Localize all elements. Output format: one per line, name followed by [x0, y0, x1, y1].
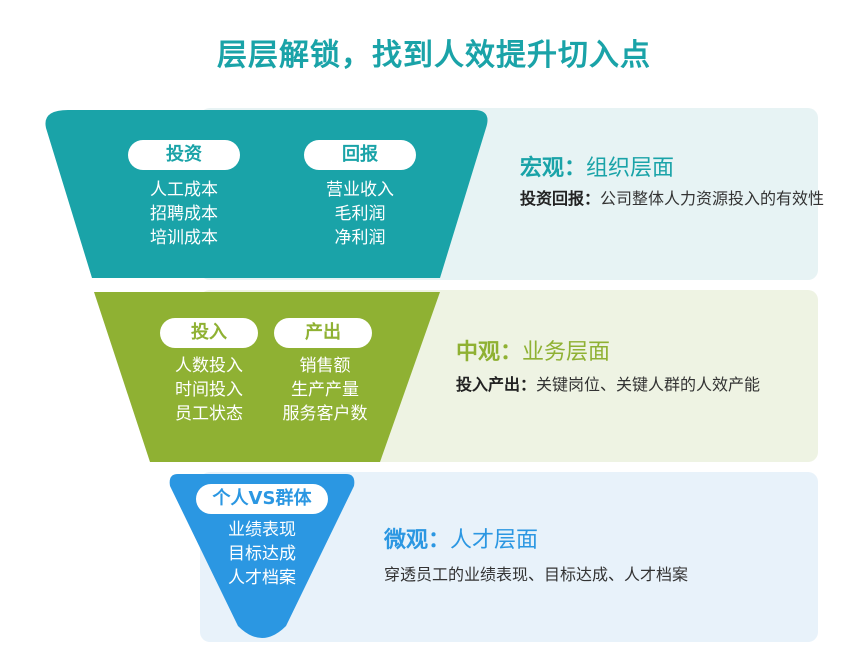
item-text: 培训成本: [150, 228, 218, 248]
heading-prefix: 宏观：: [520, 156, 587, 181]
heading-micro: 微观：人才层面: [384, 522, 538, 554]
heading-meso: 中观：业务层面: [456, 334, 610, 366]
heading-text: 人才层面: [450, 528, 539, 553]
item-text: 时间投入: [175, 380, 243, 400]
item-text: 生产产量: [291, 380, 359, 400]
item-text: 服务客户数: [282, 404, 368, 424]
funnel-layer-micro: [169, 474, 355, 638]
item-text: 营业收入: [326, 180, 394, 200]
output-items: 销售额 生产产量 服务客户数: [266, 354, 384, 426]
funnel-layer-macro: [45, 110, 488, 278]
return-items: 营业收入 毛利润 净利润: [304, 178, 416, 250]
heading-prefix: 微观：: [384, 528, 451, 553]
item-text: 人数投入: [175, 356, 243, 376]
heading-text: 业务层面: [522, 340, 611, 365]
item-text: 销售额: [299, 356, 351, 376]
item-text: 员工状态: [175, 404, 243, 424]
desc-meso: 投入产出：关键岗位、关键人群的人效产能: [456, 372, 776, 397]
heading-macro: 宏观：组织层面: [520, 150, 674, 182]
item-text: 毛利润: [334, 204, 386, 224]
item-text: 业绩表现: [228, 520, 296, 540]
desc-macro: 投资回报：公司整体人力资源投入的有效性: [520, 186, 840, 211]
item-text: 人工成本: [150, 180, 218, 200]
pill-output: 产出: [274, 318, 372, 348]
item-text: 人才档案: [228, 568, 296, 588]
desc-micro: 穿透员工的业绩表现、目标达成、人才档案: [384, 562, 804, 587]
diagram-title: 层层解锁，找到人效提升切入点: [217, 38, 651, 73]
item-text: 目标达成: [228, 544, 296, 564]
input-items: 人数投入 时间投入 员工状态: [150, 354, 268, 426]
desc-text: 穿透员工的业绩表现、目标达成、人才档案: [384, 565, 689, 584]
desc-text: 公司整体人力资源投入的有效性: [600, 189, 825, 208]
pill-individual-vs-group: 个人VS群体: [196, 484, 328, 514]
heading-text: 组织层面: [586, 156, 675, 181]
item-text: 招聘成本: [150, 204, 218, 224]
desc-text: 关键岗位、关键人群的人效产能: [536, 375, 761, 394]
desc-bold: 投资回报：: [520, 189, 601, 208]
heading-prefix: 中观：: [456, 340, 523, 365]
pill-return: 回报: [304, 140, 416, 170]
micro-items: 业绩表现 目标达成 人才档案: [202, 518, 322, 590]
desc-bold: 投入产出：: [456, 375, 537, 394]
item-text: 净利润: [334, 228, 386, 248]
pill-input: 投入: [160, 318, 258, 348]
pill-investment: 投资: [128, 140, 240, 170]
investment-items: 人工成本 招聘成本 培训成本: [128, 178, 240, 250]
